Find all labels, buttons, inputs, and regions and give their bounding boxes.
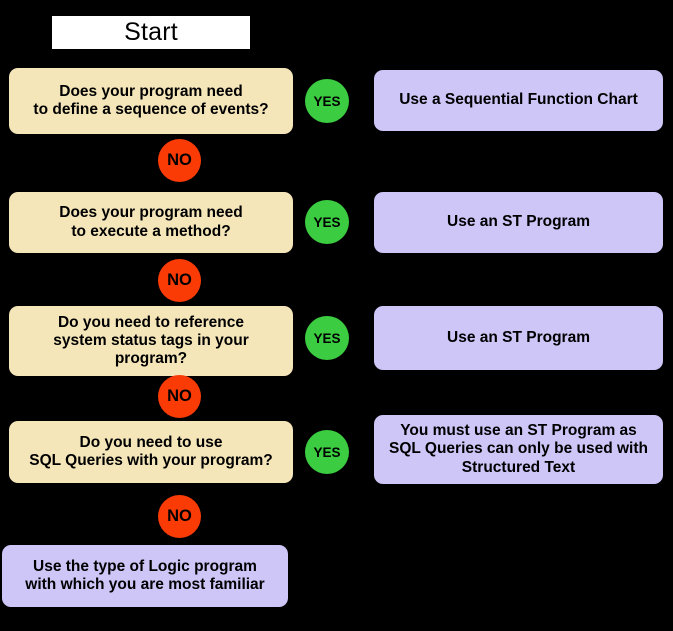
yes-badge-2: YES (305, 200, 349, 244)
question-box-3-line-3: program? (114, 350, 188, 368)
answer-box-3-line-1: Use an ST Program (447, 328, 590, 346)
yes-badge-2-label: YES (313, 214, 341, 230)
answer-box-3-text: Use an ST Program (447, 329, 590, 347)
yes-badge-3-label: YES (313, 330, 341, 346)
question-box-2-line-2: to execute a method? (71, 222, 231, 240)
yes-badge-1-label: YES (313, 93, 341, 109)
question-box-1-text: Does your program need to define a seque… (33, 83, 268, 120)
question-box-3-line-1: Do you need to reference (57, 313, 245, 331)
yes-badge-4: YES (305, 430, 349, 474)
no-badge-1-label: NO (167, 151, 192, 169)
no-badge-4-label: NO (167, 507, 192, 525)
answer-box-2: Use an ST Program (374, 192, 663, 253)
final-answer-text: Use the type of Logic program with which… (25, 558, 264, 595)
question-box-2-text: Does your program need to execute a meth… (59, 204, 242, 241)
question-box-1-line-2: to define a sequence of events? (33, 101, 269, 118)
answer-box-4-line-2: SQL Queries can only be used with (389, 440, 648, 458)
question-box-2-line-1: Does your program need (59, 204, 243, 222)
start-node-label: Start (124, 17, 178, 46)
answer-box-4-line-1: You must use an ST Program as (400, 422, 637, 440)
answer-box-2-line-1: Use an ST Program (447, 213, 590, 231)
question-box-3-line-2: system status tags in your (53, 331, 249, 349)
question-box-2: Does your program need to execute a meth… (9, 192, 293, 253)
answer-box-1: Use a Sequential Function Chart (374, 70, 663, 131)
final-answer-line-2: with which you are most familiar (25, 576, 265, 593)
yes-badge-4-label: YES (313, 444, 341, 460)
question-box-3: Do you need to reference system status t… (9, 306, 293, 376)
final-answer-line-1: Use the type of Logic program (33, 557, 257, 575)
yes-badge-1: YES (305, 79, 349, 123)
no-badge-1: NO (158, 139, 201, 182)
answer-box-4-line-3: Structured Text (461, 458, 576, 476)
no-badge-4: NO (158, 495, 201, 538)
answer-box-1-line-1: Use a Sequential Function Chart (399, 91, 638, 109)
answer-box-4: You must use an ST Program as SQL Querie… (374, 415, 663, 484)
no-badge-2: NO (158, 259, 201, 302)
question-box-4: Do you need to use SQL Queries with your… (9, 421, 293, 483)
question-box-4-line-1: Do you need to use (79, 433, 223, 451)
answer-box-3: Use an ST Program (374, 306, 663, 370)
question-box-1-line-1: Does your program need (59, 82, 243, 100)
no-badge-3: NO (158, 375, 201, 418)
answer-box-2-text: Use an ST Program (447, 213, 590, 231)
answer-box-1-text: Use a Sequential Function Chart (399, 91, 638, 109)
no-badge-2-label: NO (167, 271, 192, 289)
question-box-3-text: Do you need to reference system status t… (53, 314, 249, 369)
question-box-4-text: Do you need to use SQL Queries with your… (29, 434, 272, 471)
start-node: Start (52, 16, 250, 49)
final-answer-box: Use the type of Logic program with which… (2, 545, 288, 607)
question-box-1: Does your program need to define a seque… (9, 68, 293, 134)
question-box-4-line-2: SQL Queries with your program? (29, 452, 273, 469)
no-badge-3-label: NO (167, 387, 192, 405)
answer-box-4-text: You must use an ST Program as SQL Querie… (389, 422, 648, 477)
yes-badge-3: YES (305, 316, 349, 360)
